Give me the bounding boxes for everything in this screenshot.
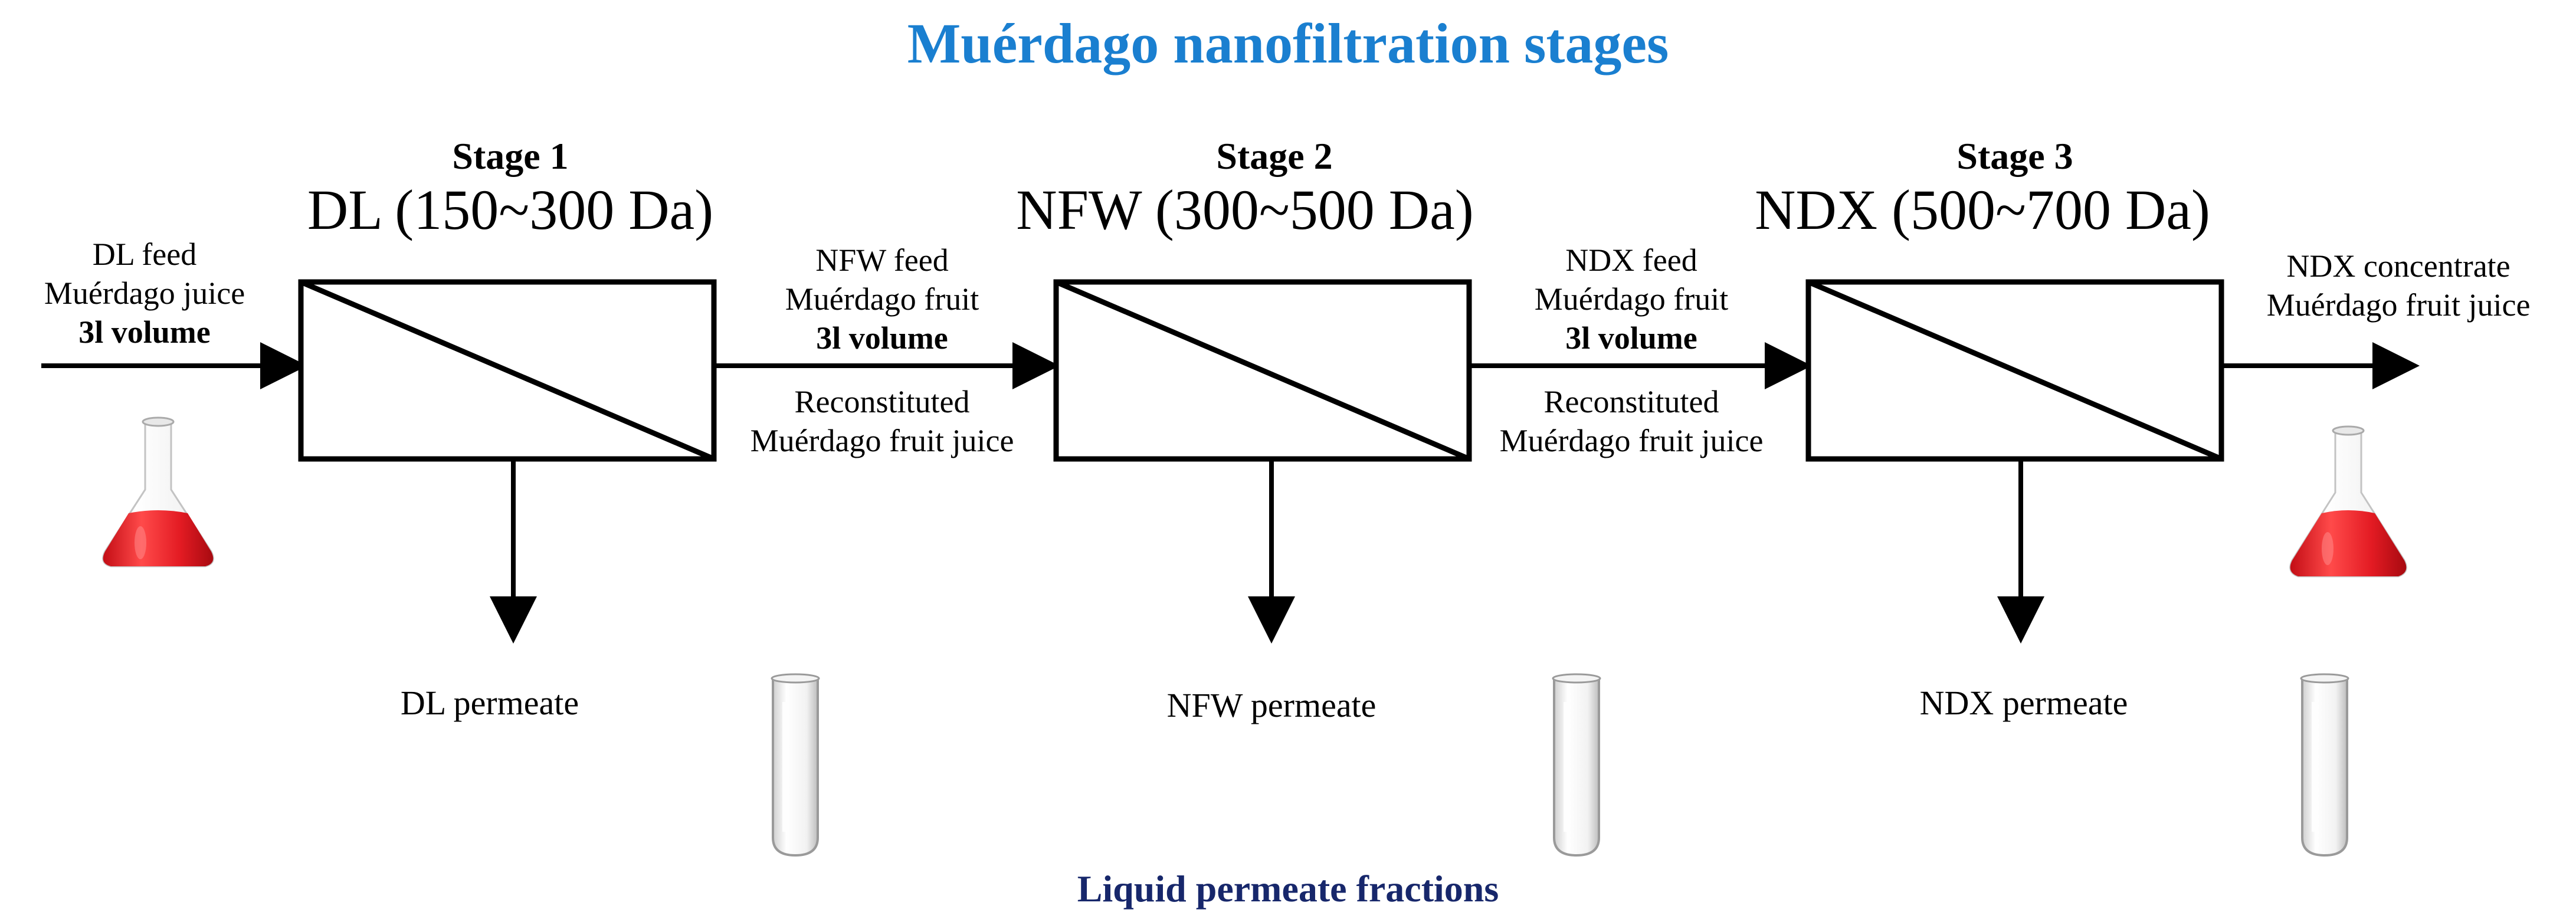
feed-2-below-label: Reconstituted Muérdago fruit juice (750, 384, 1014, 458)
test-tube-icon (1552, 673, 1601, 857)
nf-box-2 (1053, 279, 1472, 462)
feed-1-label: DL feed Muérdago juice 3l volume (44, 237, 245, 350)
footer-caption: Liquid permeate fractions (1077, 868, 1499, 910)
erlenmeyer-flask-icon (2289, 425, 2407, 578)
stage-1-label: Stage 1 (452, 135, 569, 177)
stage-3-label: Stage 3 (1956, 135, 2073, 177)
stage-2-label: Stage 2 (1216, 135, 1333, 177)
test-tube-icon (2300, 673, 2349, 857)
stage-2-range: NFW (300~500 Da) (1016, 178, 1474, 241)
permeate-1-label: DL permeate (400, 684, 579, 722)
feed-3-label: NDX feed Muérdago fruit 3l volume (1534, 242, 1729, 356)
stage-3-range: NDX (500~700 Da) (1755, 178, 2210, 241)
stage-1-range: DL (150~300 Da) (307, 178, 714, 241)
permeate-3-label: NDX permeate (1919, 684, 2128, 722)
feed-3-below-label: Reconstituted Muérdago fruit juice (1499, 384, 1764, 458)
test-tube-icon (771, 673, 820, 857)
nf-box-3 (1805, 279, 2224, 462)
output-label: NDX concentrate Muérdago fruit juice (2266, 248, 2531, 323)
nf-box-1 (298, 279, 717, 462)
erlenmeyer-flask-icon (102, 416, 214, 567)
diagram-title: Muérdago nanofiltration stages (907, 12, 1669, 75)
feed-2-label: NFW feed Muérdago fruit 3l volume (785, 242, 979, 356)
permeate-2-label: NFW permeate (1166, 686, 1377, 724)
